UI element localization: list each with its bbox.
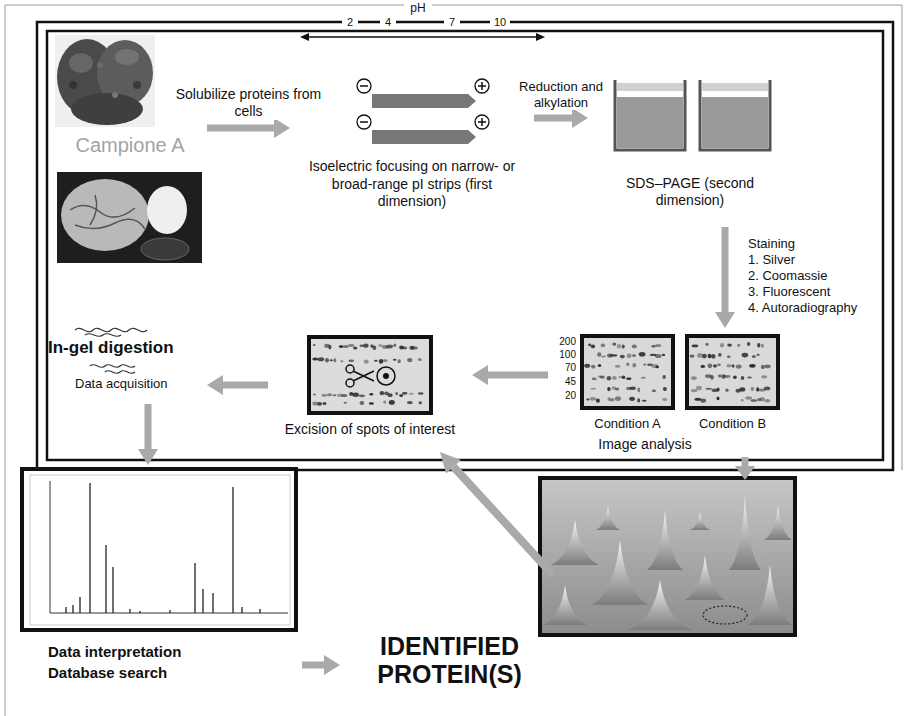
axis-tick: 7 [444, 16, 460, 29]
ief-strips: Isoelectric focusing on narrow- or broad… [292, 80, 532, 220]
page-border [5, 5, 902, 716]
arrow-shaft [222, 382, 268, 389]
staining-list: 2. Coomassie [748, 268, 878, 284]
mw-marker: 200 [554, 336, 576, 348]
flow-arrow [302, 655, 340, 675]
step-caption: SDS–PAGE (second dimension) [590, 175, 790, 209]
sds-page-gels: SDS–PAGE (second dimension) [590, 75, 790, 225]
mass-spectrum: Data interpretationDatabase search [20, 467, 300, 684]
mass-spectrum-art [20, 467, 300, 632]
condition-label: Condition B [685, 416, 780, 432]
arrow-shaft [145, 404, 152, 450]
result-box: IDENTIFIED PROTEIN(S) [342, 633, 557, 693]
axis-title: pH [404, 1, 432, 15]
mw-marker: 20 [554, 390, 576, 402]
step-caption: Excision of spots of interest [270, 421, 470, 438]
mw-marker: 70 [554, 362, 576, 374]
result-text: IDENTIFIED PROTEIN(S) [342, 633, 557, 688]
mw-marker: 45 [554, 376, 576, 388]
arrow-head [138, 449, 158, 465]
flow-arrow [138, 404, 158, 465]
spot-excision: Excision of spots of interest [270, 335, 470, 443]
image-analysis-group: Image analysis Condition A Condition B 2001… [550, 330, 795, 460]
flow-arrow-art [440, 452, 755, 575]
staining-list: 4. Autoradiography [748, 300, 878, 316]
arrow-head [274, 118, 290, 138]
flow-arrow [534, 108, 588, 128]
arrow-shaft [722, 227, 729, 313]
step-caption: Isoelectric focusing on narrow- or broad… [300, 158, 524, 211]
flow-arrow [715, 227, 735, 328]
sample-label: Campione A [55, 133, 205, 157]
workflow-frame [37, 22, 893, 470]
axis-tick: 10 [490, 16, 510, 29]
step-caption: Data acquisition [75, 376, 205, 392]
arrow-shaft [207, 125, 275, 132]
arrow-shaft [302, 662, 325, 669]
step-caption: Data interpretation [48, 643, 298, 661]
in-gel-digestion: In-gel digestionData acquisition [45, 322, 205, 402]
arrow-label: Solubilize proteins from cells [174, 86, 324, 120]
step-caption: Image analysis [580, 436, 710, 453]
flow-arrow [472, 365, 548, 385]
arrow-head [715, 312, 735, 328]
axis-tick: 2 [342, 16, 358, 29]
arrow-head [324, 655, 340, 675]
sample-photo: Campione A [55, 35, 205, 267]
arrow-shaft [487, 372, 548, 379]
step-caption: In-gel digestion [48, 338, 205, 358]
flow-arrow [207, 375, 268, 395]
staining-list: Staining [748, 236, 878, 252]
arrow-head [207, 375, 223, 395]
arrow-head [472, 365, 488, 385]
arrow-label: Reduction and alkylation [513, 79, 609, 110]
step-caption: Database search [48, 664, 298, 682]
mw-marker: 100 [554, 349, 576, 361]
flow-arrow [207, 118, 290, 138]
axis-tick: 4 [380, 16, 396, 29]
gel-image: Condition A [580, 334, 675, 434]
gel-image: Condition B [685, 334, 780, 434]
ph-axis [300, 33, 545, 41]
staining-list: 1. Silver [748, 252, 878, 268]
condition-label: Condition A [580, 416, 675, 432]
density-plot [540, 478, 795, 635]
arrow-head [572, 108, 588, 128]
staining-list: 3. Fluorescent [748, 284, 878, 300]
arrow-shaft [534, 115, 573, 122]
